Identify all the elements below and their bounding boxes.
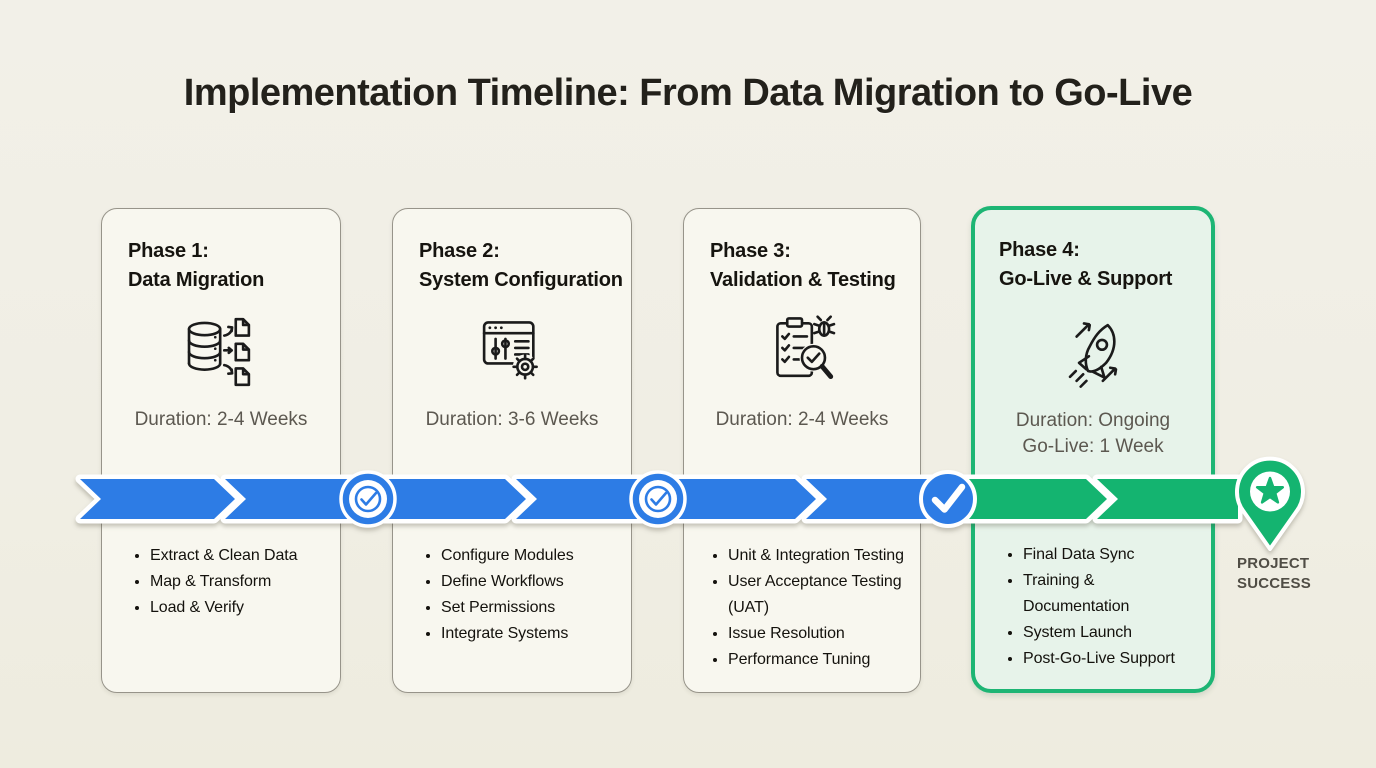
page-title: Implementation Timeline: From Data Migra… bbox=[183, 72, 1193, 114]
validation-testing-icon bbox=[684, 311, 920, 393]
phase-1-duration: Duration: 2-4 Weeks bbox=[134, 409, 308, 430]
check-circle-outline-icon bbox=[629, 470, 687, 528]
database-migration-icon bbox=[102, 311, 340, 393]
task-item: Performance Tuning bbox=[728, 647, 920, 673]
phase-3-duration: Duration: 2-4 Weeks bbox=[715, 409, 889, 430]
phase-2-task-list: Configure Modules Define Workflows Set P… bbox=[419, 543, 623, 647]
phase-4-task-list: Final Data Sync Training & Documentation… bbox=[1001, 542, 1187, 672]
phase-1-card: Phase 1: Data Migration Duration: 2-4 We… bbox=[101, 208, 341, 693]
phase-title: Validation & Testing bbox=[710, 269, 896, 291]
phase-2-duration: Duration: 3-6 Weeks bbox=[425, 409, 599, 430]
task-item: Post-Go-Live Support bbox=[1023, 646, 1187, 672]
system-configuration-icon bbox=[393, 311, 631, 393]
phase-2-heading: Phase 2: System Configuration bbox=[419, 237, 627, 295]
phase-title: Data Migration bbox=[128, 269, 265, 291]
phase-number: Phase 3: bbox=[710, 240, 791, 262]
task-item: Extract & Clean Data bbox=[150, 543, 332, 569]
star-icon bbox=[1255, 476, 1285, 504]
phase-3-card: Phase 3: Validation & Testing Duration: … bbox=[683, 208, 921, 693]
phase-title: Go-Live & Support bbox=[999, 268, 1173, 290]
phase-number: Phase 2: bbox=[419, 240, 500, 262]
task-item: Final Data Sync bbox=[1023, 542, 1187, 568]
project-success-label: PROJECT SUCCESS bbox=[1237, 555, 1311, 593]
phase-3-task-list: Unit & Integration Testing User Acceptan… bbox=[708, 543, 920, 673]
phase-4-card: Phase 4: Go-Live & Support Duration: Ong… bbox=[971, 206, 1215, 693]
task-item: Training & Documentation bbox=[1023, 568, 1187, 620]
phase-number: Phase 4: bbox=[999, 239, 1080, 261]
task-item: Map & Transform bbox=[150, 569, 332, 595]
rocket-launch-icon bbox=[975, 312, 1211, 394]
task-item: Load & Verify bbox=[150, 595, 332, 621]
task-item: User Acceptance Testing (UAT) bbox=[728, 569, 920, 621]
task-item: Issue Resolution bbox=[728, 621, 920, 647]
phase-title: System Configuration bbox=[419, 269, 623, 291]
phase-4-duration: Duration: Ongoing Go-Live: 1 Week bbox=[1015, 410, 1171, 458]
phase-3-heading: Phase 3: Validation & Testing bbox=[710, 237, 916, 295]
check-circle-outline-icon bbox=[339, 470, 397, 528]
task-item: Unit & Integration Testing bbox=[728, 543, 920, 569]
star-pin-icon bbox=[1235, 456, 1305, 551]
phase-1-task-list: Extract & Clean Data Map & Transform Loa… bbox=[128, 543, 332, 621]
task-item: Integrate Systems bbox=[441, 621, 623, 647]
phase-number: Phase 1: bbox=[128, 240, 209, 262]
task-item: System Launch bbox=[1023, 620, 1187, 646]
phase-4-heading: Phase 4: Go-Live & Support bbox=[999, 236, 1207, 294]
check-bold-icon bbox=[919, 470, 977, 528]
task-item: Set Permissions bbox=[441, 595, 623, 621]
task-item: Define Workflows bbox=[441, 569, 623, 595]
phase-2-card: Phase 2: System Configuration Duration: … bbox=[392, 208, 632, 693]
phase-1-heading: Phase 1: Data Migration bbox=[128, 237, 336, 295]
task-item: Configure Modules bbox=[441, 543, 623, 569]
